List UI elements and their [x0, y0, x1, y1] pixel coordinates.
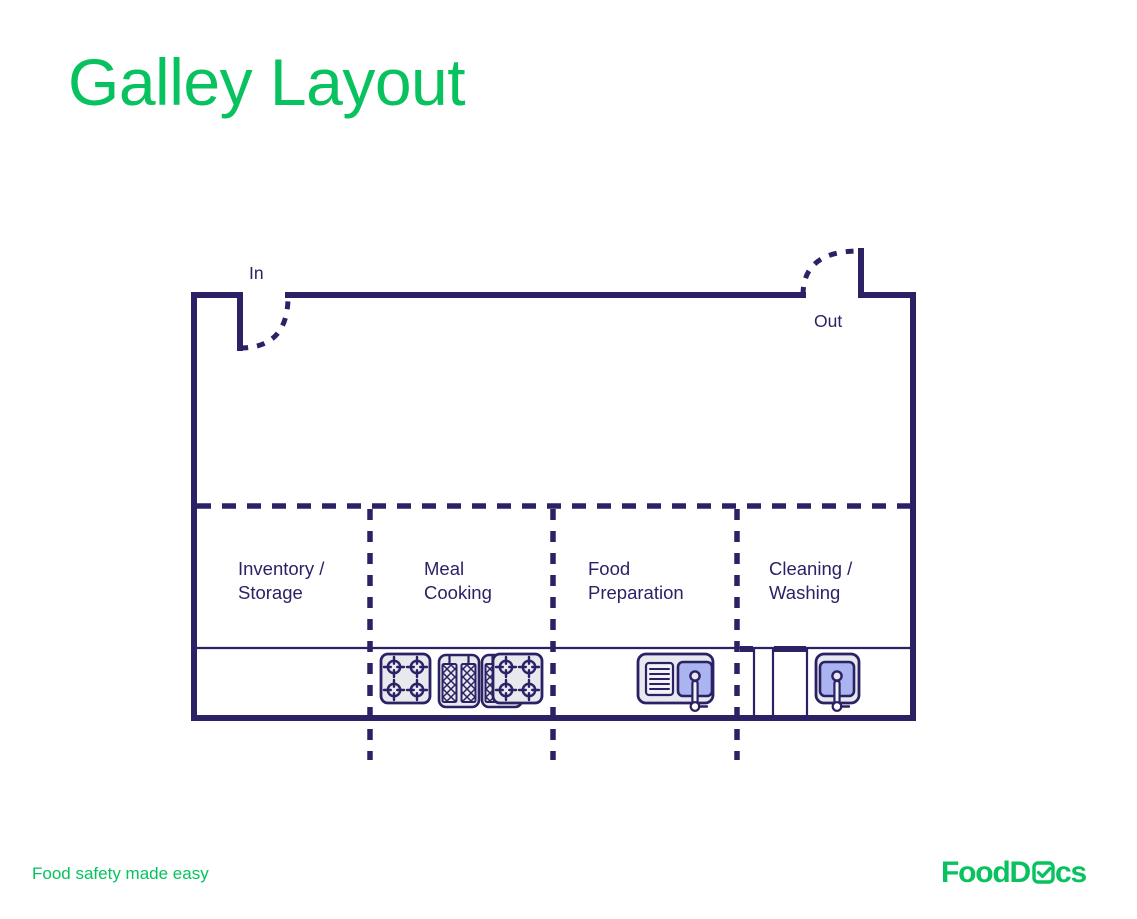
zone-label-food-preparation-line2: Preparation	[588, 582, 684, 603]
footer-tagline: Food safety made easy	[32, 864, 209, 883]
zone-dividers	[367, 509, 740, 760]
equipment-stovetop-left	[379, 652, 432, 705]
equipment-prep-sink	[636, 652, 715, 713]
zone-label-inventory-storage-line1: Inventory /	[238, 558, 325, 579]
out-door-label: Out	[814, 311, 842, 331]
galley-floorplan: In Out Inventory / Storage Meal Cooking …	[0, 220, 1137, 760]
zone-label-food-preparation-line1: Food	[588, 558, 630, 579]
zone-label-inventory-storage-line2: Storage	[238, 582, 303, 603]
page-title: Galley Layout	[68, 45, 466, 119]
fooddocs-wordmark-part2: cs	[1055, 856, 1086, 889]
zone-label-meal-cooking-line1: Meal	[424, 558, 464, 579]
door-swing-out	[800, 248, 860, 296]
checkbox-icon	[1032, 861, 1055, 884]
counter-strip	[194, 646, 913, 718]
zone-labels: Inventory / Storage Meal Cooking Food Pr…	[238, 558, 853, 603]
zone-label-cleaning-washing-line1: Cleaning /	[769, 558, 853, 579]
floorplan-svg: In Out Inventory / Storage Meal Cooking …	[191, 248, 916, 760]
zone-label-meal-cooking-line2: Cooking	[424, 582, 492, 603]
fooddocs-logo: FoodD cs	[941, 856, 1109, 890]
fooddocs-logo-mark: FoodD cs	[941, 856, 1088, 889]
fooddocs-wordmark-part1: FoodD	[941, 856, 1031, 889]
equipment-stovetop-right	[491, 652, 544, 705]
in-door-label: In	[249, 263, 264, 283]
zone-label-cleaning-washing-line2: Washing	[769, 582, 840, 603]
equipment-fryer-left	[437, 653, 481, 709]
door-swing-in	[239, 296, 291, 351]
equipment-wash-sink	[814, 652, 861, 713]
